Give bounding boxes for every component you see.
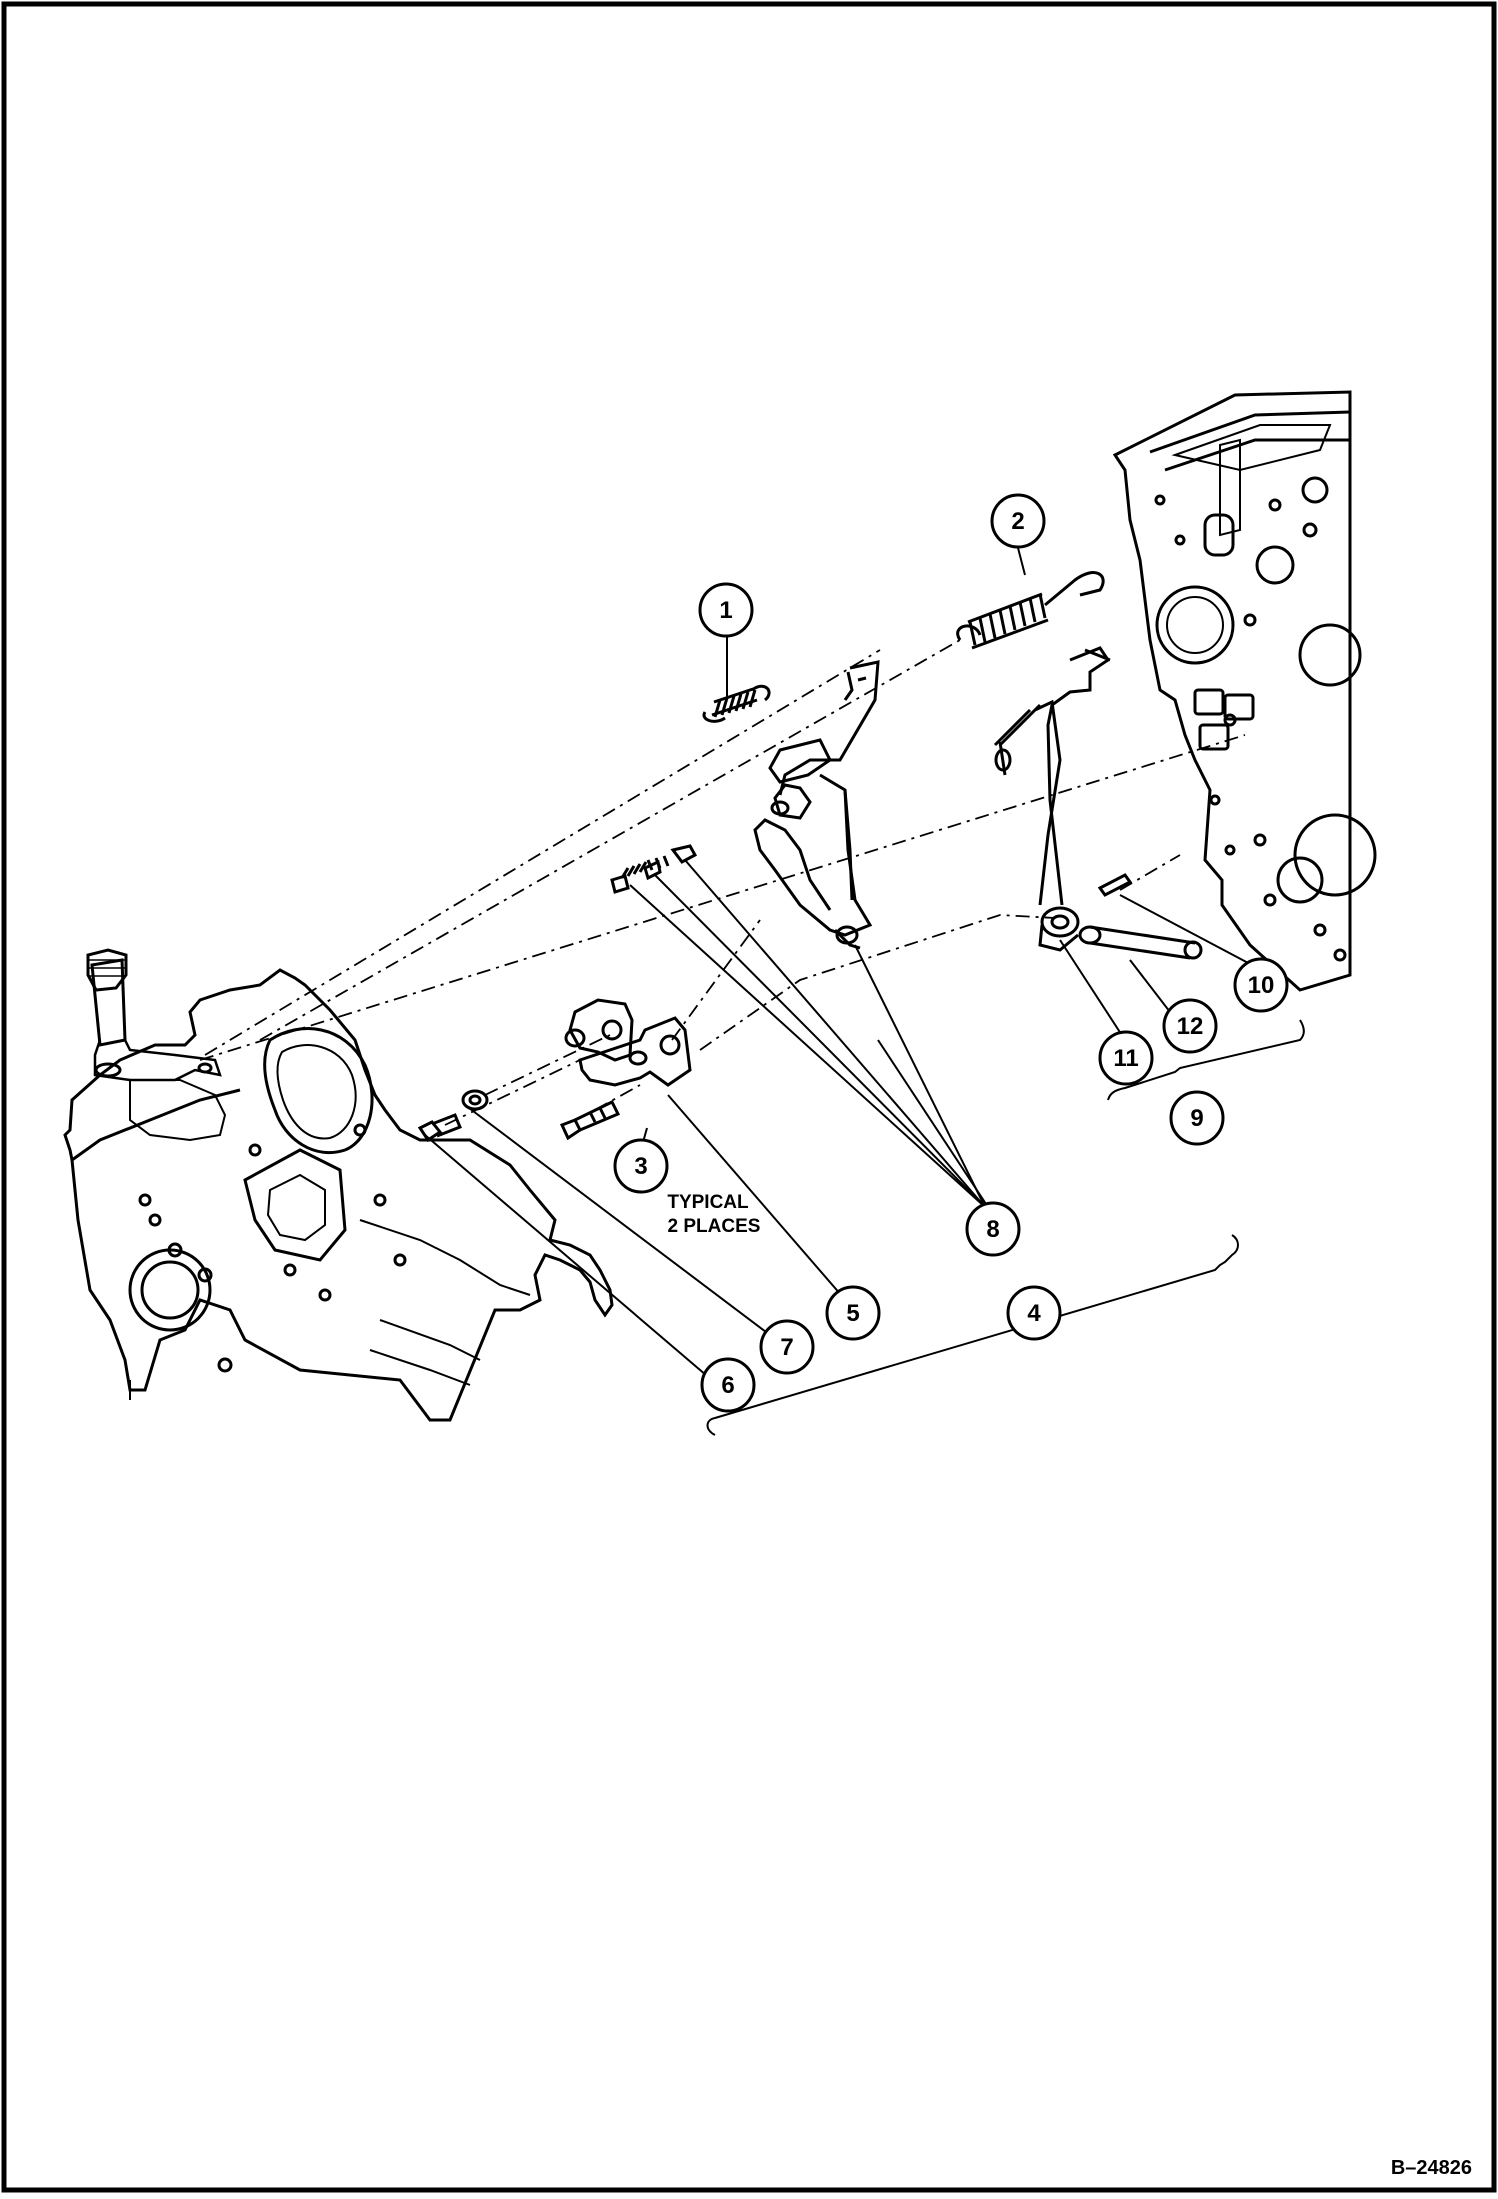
leader-lines bbox=[424, 543, 1253, 1388]
svg-text:11: 11 bbox=[1113, 1045, 1138, 1072]
svg-text:7: 7 bbox=[780, 1334, 793, 1361]
svg-text:8: 8 bbox=[986, 1216, 999, 1243]
callout-9: 9 bbox=[1169, 1090, 1225, 1146]
pin-spring-set bbox=[610, 844, 698, 894]
callout-11: 11 bbox=[1098, 1030, 1154, 1086]
throttle-lever bbox=[993, 646, 1111, 952]
small-spring bbox=[702, 684, 771, 723]
pin bbox=[1097, 873, 1133, 897]
svg-text:6: 6 bbox=[721, 1372, 734, 1399]
figure-code: B–24826 bbox=[1391, 2157, 1472, 2179]
callout-2: 2 bbox=[990, 493, 1046, 549]
callout-10: 10 bbox=[1233, 957, 1289, 1013]
shaft bbox=[1078, 925, 1203, 960]
bracket bbox=[564, 998, 692, 1087]
note-line-2: 2 PLACES bbox=[668, 1216, 761, 1237]
svg-text:12: 12 bbox=[1177, 1013, 1204, 1040]
svg-text:5: 5 bbox=[846, 1300, 859, 1327]
svg-text:9: 9 bbox=[1190, 1105, 1203, 1132]
callout-6: 6 bbox=[700, 1357, 756, 1413]
callout-5: 5 bbox=[825, 1285, 881, 1341]
callout-8: 8 bbox=[965, 1201, 1021, 1257]
washer bbox=[461, 1089, 489, 1111]
governor-lever bbox=[753, 660, 880, 950]
svg-text:1: 1 bbox=[719, 597, 732, 624]
svg-text:4: 4 bbox=[1027, 1300, 1041, 1327]
assembly-lines bbox=[199, 639, 1246, 1126]
svg-text:3: 3 bbox=[634, 1153, 647, 1180]
bolt-three bbox=[559, 1100, 621, 1141]
svg-text:2: 2 bbox=[1011, 508, 1024, 535]
callout-7: 7 bbox=[759, 1319, 815, 1375]
engine-block bbox=[1112, 390, 1377, 992]
note-line-1: TYPICAL bbox=[667, 1192, 749, 1213]
gear-case-housing bbox=[63, 948, 614, 1422]
svg-text:10: 10 bbox=[1248, 972, 1275, 999]
callout-4: 4 bbox=[1006, 1285, 1062, 1341]
callout-12: 12 bbox=[1162, 998, 1218, 1054]
callout-1: 1 bbox=[698, 582, 754, 638]
large-spring bbox=[956, 571, 1105, 650]
callout-3: 3 bbox=[613, 1138, 669, 1194]
